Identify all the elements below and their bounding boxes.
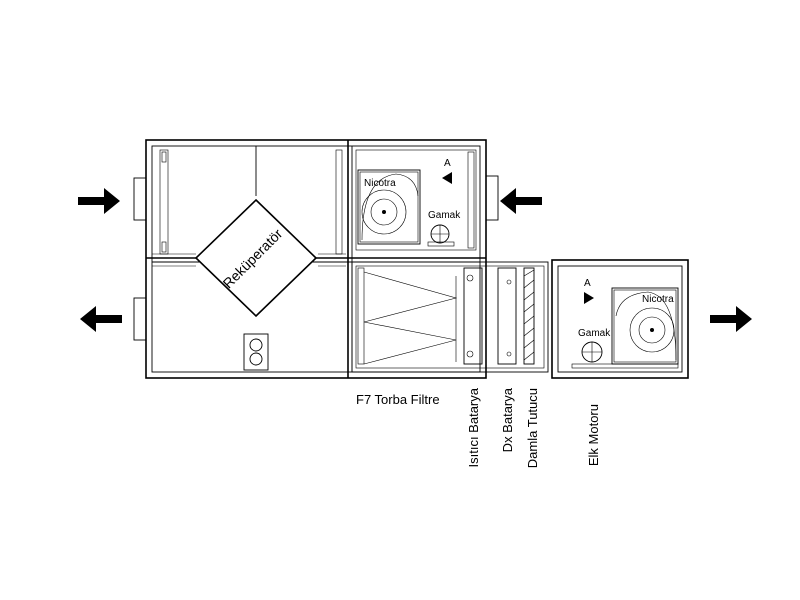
- motor-right-label: Gamak: [578, 328, 611, 339]
- airflow-arrow-return-in: [500, 188, 542, 214]
- fan-left-label: Nicotra: [364, 178, 396, 189]
- bypass-damper: [243, 333, 269, 371]
- label-dx-coil: Dx Batarya: [500, 387, 515, 452]
- outlet-fan-casing: [551, 259, 689, 379]
- label-heater-coil: Isıtıcı Batarya: [466, 387, 481, 467]
- view-marker-right: A: [584, 278, 591, 289]
- label-filter: F7 Torba Filtre: [356, 392, 440, 407]
- drip-eliminator: [523, 267, 535, 365]
- airflow-arrow-exhaust-out: [80, 306, 122, 332]
- supply-fan-section: [355, 149, 477, 251]
- view-arrow-right: [584, 292, 594, 304]
- dx-coil: [497, 267, 517, 365]
- duct-flanges: [133, 175, 499, 341]
- recuperator: Reküperatör: [194, 198, 318, 318]
- airflow-arrow-fresh-in: [78, 188, 120, 214]
- recuperator-chambers: [152, 146, 346, 267]
- view-arrow-left: [442, 172, 452, 184]
- filter-coil-section: [351, 261, 549, 373]
- label-motor: Elk Motoru: [586, 404, 601, 466]
- outlet-fan-section: [571, 287, 679, 369]
- view-marker-left: A: [444, 158, 451, 169]
- heater-coil: [463, 267, 483, 365]
- fan-right-label: Nicotra: [642, 294, 674, 305]
- bag-filter: [357, 267, 458, 365]
- label-drip-eliminator: Damla Tutucu: [525, 388, 540, 468]
- airflow-arrow-supply-out: [710, 306, 752, 332]
- motor-left-label: Gamak: [428, 210, 461, 221]
